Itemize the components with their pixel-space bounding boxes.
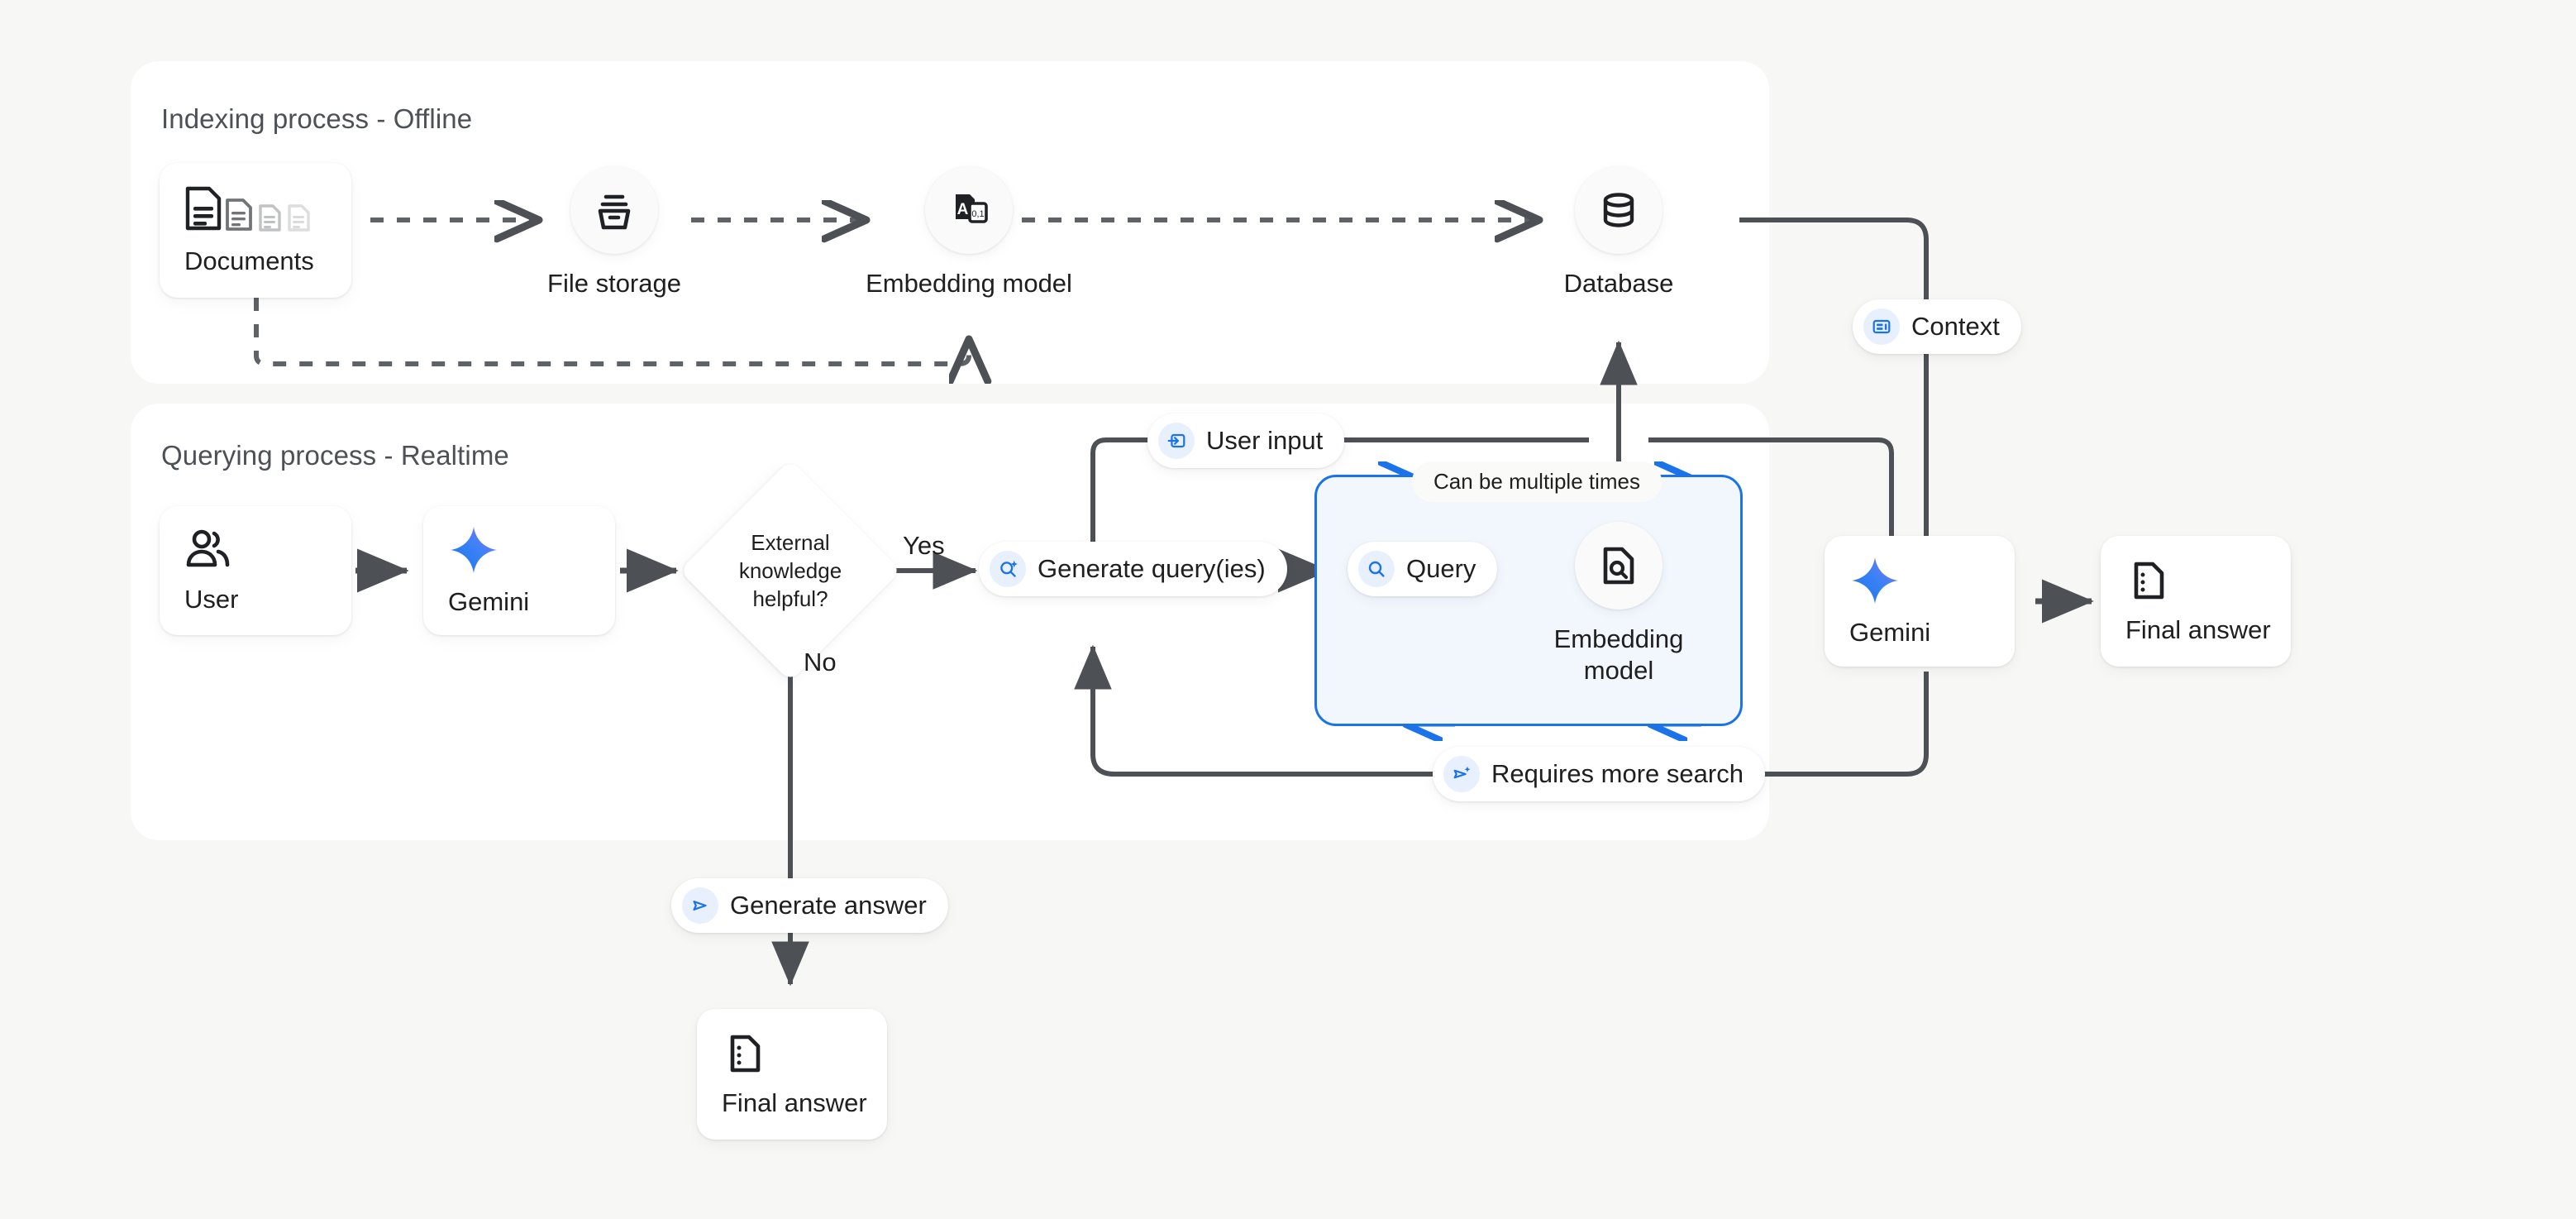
pill-context-label: Context: [1911, 312, 2000, 341]
pill-requires-more-search[interactable]: Requires more search: [1433, 747, 1765, 801]
document-search-icon: [1575, 522, 1662, 610]
pill-query[interactable]: Query: [1348, 542, 1498, 596]
documents-stack-icon: [184, 184, 327, 235]
search-icon: [1358, 551, 1395, 587]
send-sparkle-icon: [1443, 756, 1480, 792]
svg-text:0,1: 0,1: [971, 209, 984, 219]
edge-label-no: No: [804, 648, 837, 676]
node-final-answer-bottom[interactable]: Final answer: [697, 1009, 887, 1140]
pill-query-label: Query: [1406, 554, 1476, 583]
pill-user-input[interactable]: User input: [1147, 414, 1345, 468]
pill-generate-queries[interactable]: Generate query(ies): [979, 542, 1287, 596]
loop-note-can-be-multiple-times: Can be multiple times: [1412, 461, 1662, 502]
gemini-spark-icon: [1849, 555, 1990, 606]
node-embedding-model-query-label: Embedding model: [1544, 624, 1693, 686]
context-window-icon: [1863, 308, 1900, 345]
node-user-label: User: [184, 584, 239, 614]
panel-indexing-title: Indexing process - Offline: [161, 103, 473, 134]
svg-text:A: A: [957, 201, 969, 218]
pill-context[interactable]: Context: [1853, 299, 2021, 354]
retrieval-loop-box: [1314, 475, 1743, 726]
send-icon: [682, 887, 718, 924]
node-decision-external-knowledge[interactable]: External knowledge helpful?: [679, 459, 902, 682]
node-user[interactable]: User: [160, 506, 351, 635]
archive-box-icon: [570, 166, 658, 254]
pill-requires-more-search-label: Requires more search: [1491, 759, 1744, 788]
node-final-answer-bottom-label: Final answer: [722, 1088, 867, 1117]
node-gemini-right[interactable]: Gemini: [1825, 536, 2015, 667]
answer-document-icon: [722, 1030, 862, 1077]
pill-generate-answer-label: Generate answer: [730, 891, 927, 920]
node-database[interactable]: Database: [1564, 166, 1673, 299]
database-cylinder-icon: [1575, 166, 1662, 254]
embed-line-2: model: [1583, 655, 1654, 685]
search-sparkle-icon: [990, 551, 1026, 587]
answer-document-icon: [2125, 557, 2266, 604]
node-file-storage[interactable]: File storage: [547, 166, 681, 299]
decision-label: External knowledge helpful?: [712, 492, 869, 649]
node-embedding-model-indexing[interactable]: A 0,1 Embedding model: [866, 166, 1072, 299]
node-final-answer-right[interactable]: Final answer: [2101, 536, 2291, 667]
edge-label-yes: Yes: [903, 531, 945, 560]
node-documents-label: Documents: [184, 246, 314, 276]
pill-user-input-label: User input: [1206, 426, 1324, 455]
input-arrow-icon: [1158, 423, 1195, 459]
node-database-label: Database: [1563, 269, 1674, 298]
node-final-answer-right-label: Final answer: [2125, 614, 2271, 644]
embed-line-1: Embedding: [1553, 624, 1684, 653]
node-file-storage-label: File storage: [547, 269, 681, 298]
node-gemini-right-label: Gemini: [1849, 617, 1931, 647]
panel-querying-title: Querying process - Realtime: [161, 440, 509, 471]
pill-generate-queries-label: Generate query(ies): [1038, 554, 1266, 583]
node-gemini-left[interactable]: Gemini: [423, 506, 615, 635]
node-embedding-model-query[interactable]: Embedding model: [1554, 522, 1683, 686]
people-icon: [184, 527, 327, 573]
text-to-vector-icon: A 0,1: [925, 166, 1013, 254]
decision-line-3: helpful?: [752, 586, 828, 612]
decision-line-2: knowledge: [738, 557, 842, 583]
node-documents[interactable]: Documents: [160, 163, 351, 298]
node-gemini-left-label: Gemini: [448, 586, 530, 616]
node-embedding-model-indexing-label: Embedding model: [866, 269, 1072, 298]
decision-line-1: External: [751, 529, 830, 555]
gemini-spark-icon: [448, 524, 590, 576]
pill-generate-answer[interactable]: Generate answer: [671, 878, 948, 933]
